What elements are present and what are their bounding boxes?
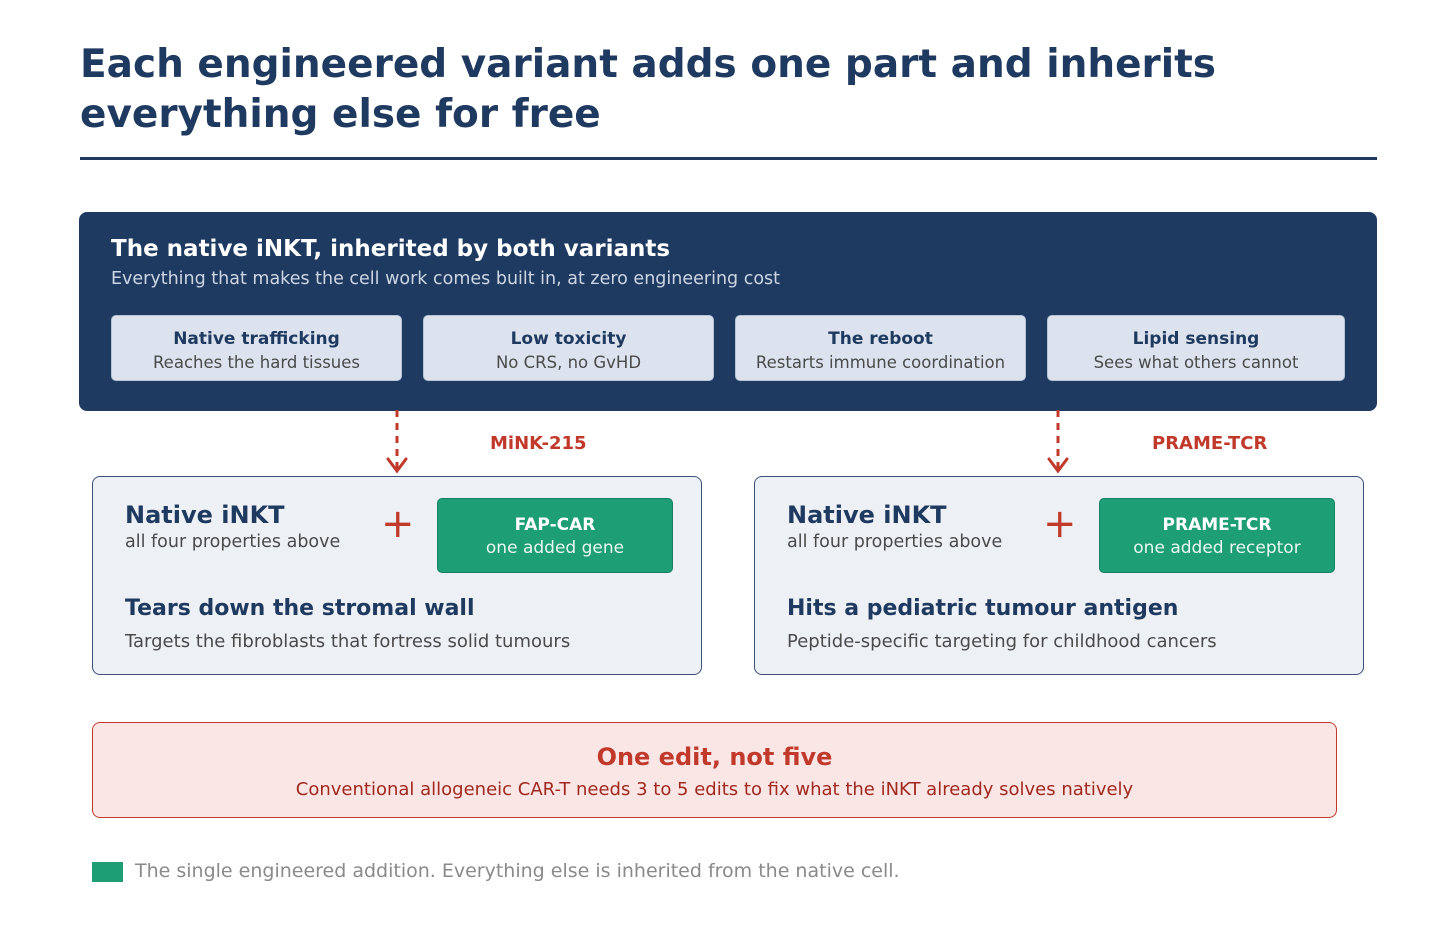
legend-text: The single engineered addition. Everythi…: [135, 860, 900, 882]
variant-base-name: Native iNKT: [125, 501, 285, 529]
variant-headline: Tears down the stromal wall: [125, 596, 475, 621]
property-card-reboot: The reboot Restarts immune coordination: [735, 315, 1026, 381]
legend-swatch: [92, 862, 123, 882]
variant-description: Peptide-specific targeting for childhood…: [787, 631, 1217, 652]
variant-card-prame-tcr: Native iNKT all four properties above + …: [754, 476, 1364, 675]
variant-label-prame-tcr: PRAME-TCR: [1152, 433, 1268, 454]
one-edit-callout: One edit, not five Conventional allogene…: [92, 722, 1337, 818]
property-desc: Restarts immune coordination: [755, 353, 1006, 372]
addition-name: FAP-CAR: [514, 515, 596, 535]
native-inkt-panel: The native iNKT, inherited by both varia…: [79, 212, 1377, 411]
addition-subtitle: one added gene: [485, 538, 625, 558]
property-name: The reboot: [828, 329, 933, 349]
variant-card-mink-215: Native iNKT all four properties above + …: [92, 476, 702, 675]
property-name: Low toxicity: [510, 329, 627, 349]
variant-headline: Hits a pediatric tumour antigen: [787, 596, 1179, 621]
plus-icon: +: [1043, 501, 1077, 547]
variant-base-name: Native iNKT: [787, 501, 947, 529]
variant-label-mink-215: MiNK-215: [490, 433, 587, 454]
title-divider: [80, 157, 1377, 160]
variant-base-subtitle: all four properties above: [787, 532, 1003, 552]
property-desc: Reaches the hard tissues: [152, 353, 361, 372]
addition-name: PRAME-TCR: [1162, 515, 1272, 535]
callout-title: One edit, not five: [596, 743, 833, 771]
engineered-addition-prame-tcr: PRAME-TCR one added receptor: [1099, 498, 1335, 573]
variant-base-subtitle: all four properties above: [125, 532, 341, 552]
inherit-arrow-right: [1047, 410, 1069, 474]
native-panel-subtitle: Everything that makes the cell work come…: [111, 269, 781, 289]
callout-subtitle: Conventional allogeneic CAR-T needs 3 to…: [295, 779, 1134, 800]
property-card-lipid-sensing: Lipid sensing Sees what others cannot: [1047, 315, 1345, 381]
inherit-arrow-left: [386, 410, 408, 474]
variant-description: Targets the fibroblasts that fortress so…: [125, 631, 571, 652]
native-panel-title: The native iNKT, inherited by both varia…: [111, 236, 671, 262]
property-name: Native trafficking: [173, 329, 340, 349]
page-title: Each engineered variant adds one part an…: [80, 42, 1217, 137]
plus-icon: +: [381, 501, 415, 547]
property-desc: Sees what others cannot: [1093, 353, 1299, 372]
property-name: Lipid sensing: [1132, 329, 1260, 349]
property-card-toxicity: Low toxicity No CRS, no GvHD: [423, 315, 714, 381]
property-card-trafficking: Native trafficking Reaches the hard tiss…: [111, 315, 402, 381]
property-desc: No CRS, no GvHD: [495, 353, 642, 372]
addition-subtitle: one added receptor: [1133, 538, 1301, 558]
engineered-addition-fap-car: FAP-CAR one added gene: [437, 498, 673, 573]
